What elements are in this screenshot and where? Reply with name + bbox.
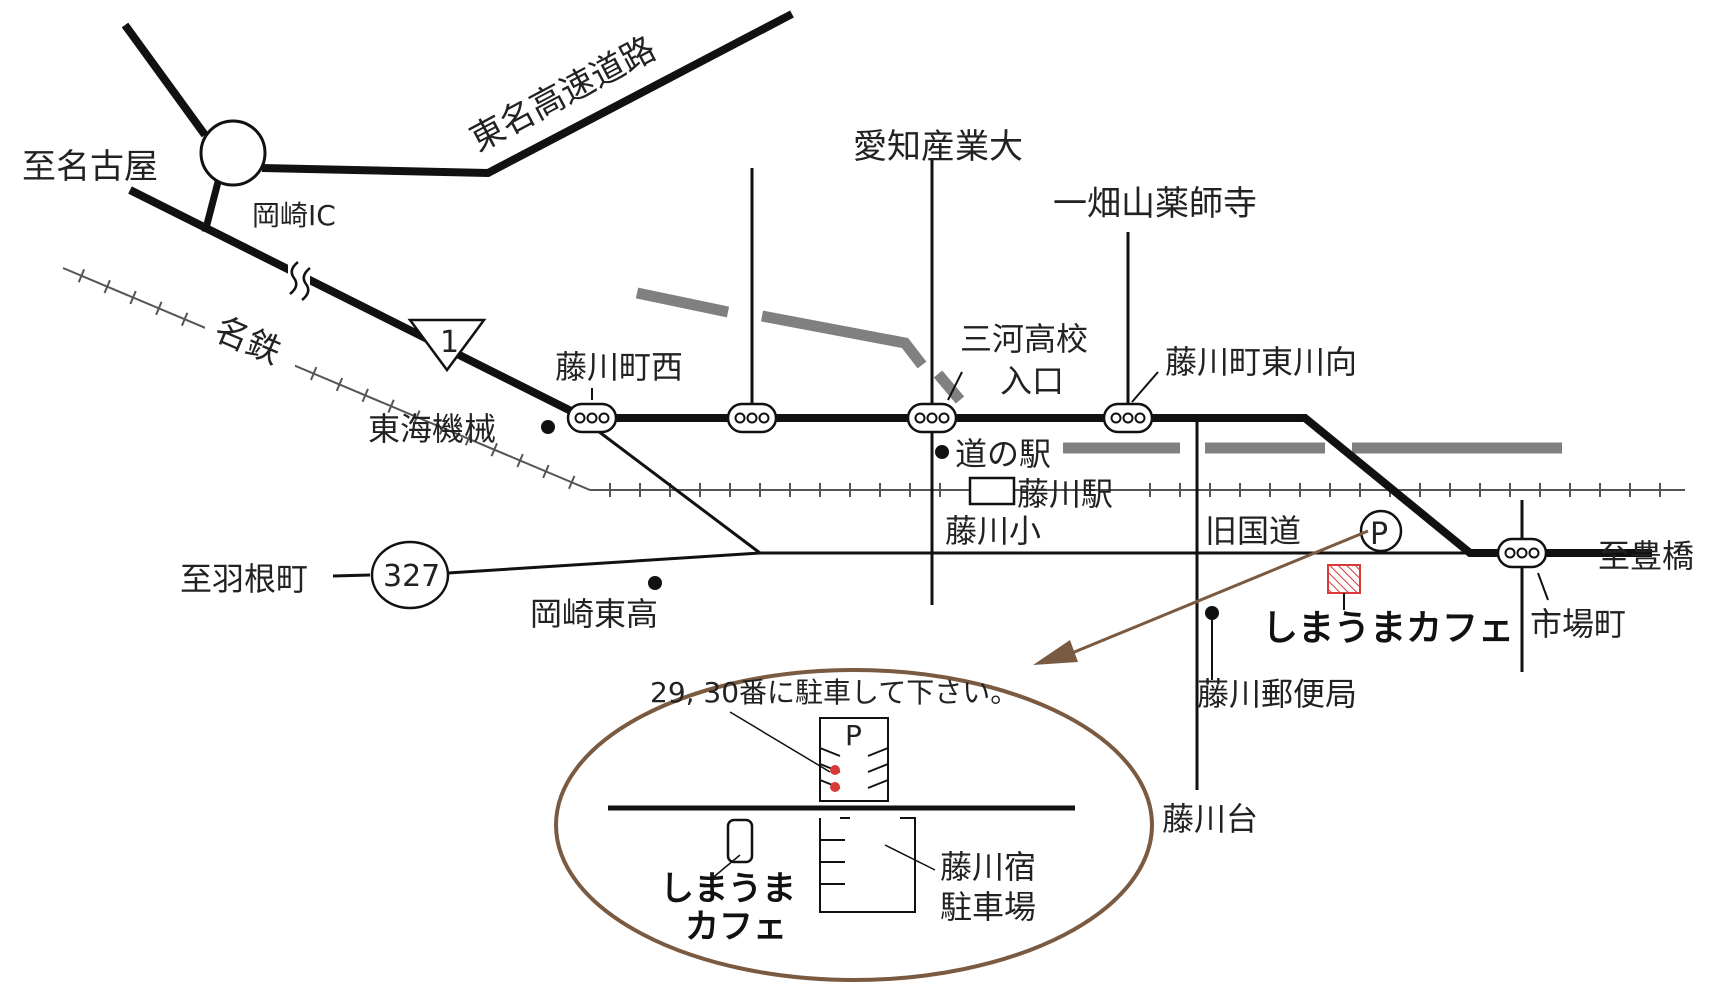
route1-west-segment (128, 186, 587, 422)
signal-leaders (591, 371, 1549, 601)
fujikawa-elementary-label: 藤川小 (945, 512, 1041, 550)
railway-tick (310, 366, 318, 381)
inset-parking-note: 29, 30番に駐車して下さい。 (650, 676, 1018, 709)
railway-tick (387, 399, 395, 414)
hanecho-connector (332, 573, 371, 578)
traffic-signal-icon (1496, 537, 1548, 569)
okazaki-higashi-high-dot (648, 576, 662, 590)
okazaki-higashi-high-label: 岡崎東高 (530, 595, 658, 633)
route1-break-mark-1 (289, 261, 299, 295)
aichi-sangyo-univ-label: 愛知産業大 (853, 127, 1023, 167)
fujikawa-station-label: 藤川駅 (1017, 475, 1113, 513)
to-toyohashi-label: 至豊橋 (1598, 537, 1694, 575)
cafe-name-label: しまうまカフェ (1262, 608, 1514, 649)
inset-cafe-building (726, 818, 754, 864)
route-1-number: 1 (440, 325, 459, 360)
traffic-signals (566, 402, 1548, 569)
railway-tick (129, 290, 137, 305)
railway-tick (516, 453, 524, 468)
inset-cafe-label-1: しまうま (660, 869, 796, 909)
inset-cafe-label-2: カフェ (685, 907, 787, 947)
railway-tick (103, 279, 111, 294)
inset-ellipse-border (554, 668, 1154, 982)
mikawa-high-label-2: 入口 (1000, 362, 1064, 400)
expressway-north-segment (121, 22, 209, 138)
to-hanecho-label: 至羽根町 (180, 560, 308, 598)
inset-juku-label-1: 藤川宿 (940, 848, 1036, 886)
route1-east-segment (585, 414, 1652, 557)
inset-juku-label-2: 駐車場 (940, 888, 1036, 926)
okazaki-ic-circle (199, 119, 267, 187)
inset-cafe-leader (709, 854, 741, 881)
michi-no-eki-dot (935, 445, 949, 459)
mikawa-high-label-1: 三河高校 (960, 320, 1088, 358)
railway-tick (439, 421, 447, 435)
bypass-road (635, 287, 1562, 454)
map-labels: 至名古屋 岡崎IC 東海機械 藤川町西 愛知産業大 三河高校 入口 道の駅 一畑… (22, 127, 1694, 838)
inset-space-30 (830, 782, 840, 792)
railway-tick (335, 377, 344, 392)
railway-tick (155, 301, 163, 316)
inset-juku-leader (884, 844, 936, 871)
fujikawacho-higashikawamuki-label: 藤川町東川向 (1165, 343, 1357, 381)
to-nagoya-label: 至名古屋 (22, 147, 158, 187)
ichihata-yakushiji-label: 一畑山薬師寺 (1053, 184, 1257, 224)
leader-higashikawamuki (1131, 371, 1159, 403)
traffic-signal-icon (906, 402, 958, 434)
diagonal-road (597, 429, 761, 555)
inset-pointer-arrowhead (1033, 640, 1078, 665)
fujikawadai-label: 藤川台 (1162, 800, 1258, 838)
cafe-location-marker (1327, 564, 1361, 594)
route-1-shield (407, 318, 487, 373)
parking-marker-label: P (1370, 517, 1388, 552)
fujikawa-post-office-label: 藤川郵便局 (1197, 675, 1357, 713)
railway-line (62, 267, 1685, 491)
meitetsu-label-bg (205, 315, 295, 370)
railway-tick (181, 312, 189, 327)
traffic-signal-icon (726, 402, 778, 434)
tokai-kikai-dot (541, 420, 555, 434)
fujikawa-station-icon (968, 476, 1016, 506)
leader-mikawa (947, 371, 963, 401)
inset-pointer-line (1054, 529, 1369, 662)
expressway-east-segment (261, 10, 794, 178)
route-1: 1 (128, 186, 1652, 557)
tomei-expressway: 東名高速道路 (121, 10, 794, 233)
old-national-road-label: 旧国道 (1205, 512, 1301, 550)
parking-marker (1359, 509, 1403, 553)
traffic-signal-icon (566, 402, 618, 434)
railway-tick (77, 268, 86, 283)
bypass-seg-1 (635, 287, 730, 318)
tokai-kikai-label: 東海機械 (368, 410, 496, 448)
bypass-seg-2 (760, 310, 927, 369)
railway-tick (464, 431, 473, 446)
inset-note-leader (729, 711, 831, 773)
inset-juku-lot (819, 817, 916, 913)
railway-tick (361, 388, 369, 403)
route1-break-mark-2 (301, 267, 311, 301)
railway-tick (413, 410, 421, 424)
fujikawacho-nishi-label: 藤川町西 (555, 348, 683, 386)
railway-tick (490, 442, 498, 457)
inset-space-29 (830, 765, 840, 775)
railway-ticks (77, 268, 1661, 497)
railway-tick (542, 464, 550, 479)
ichibacho-label: 市場町 (1530, 605, 1626, 643)
michi-no-eki-label: 道の駅 (955, 435, 1051, 473)
vertical-roads (750, 160, 1524, 790)
ic-connector (201, 181, 222, 233)
traffic-signal-icon (1102, 402, 1154, 434)
leader-ichibacho (1537, 572, 1549, 601)
route-327-number: 327 (383, 559, 440, 594)
route-327-circle (370, 540, 450, 610)
old-national-road (332, 429, 1470, 578)
meitetsu-railway (62, 267, 1685, 497)
route327-segment (447, 551, 761, 575)
bypass-seg-3 (933, 370, 965, 404)
railway-tick (568, 475, 576, 490)
inset-parking-symbol: P (845, 719, 862, 752)
parking-inset: 29, 30番に駐車して下さい。 P しまうま カフェ (554, 668, 1154, 982)
okazaki-ic-label: 岡崎IC (252, 199, 336, 232)
